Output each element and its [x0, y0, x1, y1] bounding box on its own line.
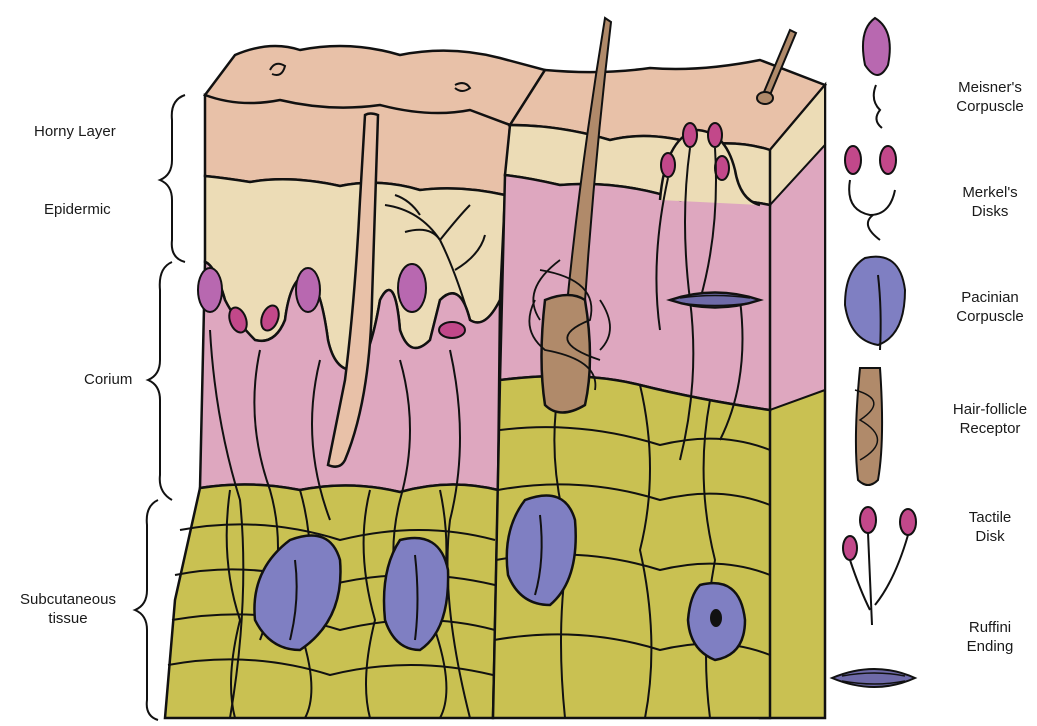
label-horny-layer: Horny Layer: [34, 122, 116, 141]
label-meisners-corpuscle: Meisner's Corpuscle: [935, 78, 1037, 116]
legend-merkel-icon: [845, 146, 896, 240]
label-meisner-line2: Corpuscle: [935, 97, 1037, 116]
label-tactile-disk: Tactile Disk: [935, 508, 1037, 546]
label-pacinian-corpuscle: Pacinian Corpuscle: [935, 288, 1037, 326]
brace-subcutaneous: [135, 500, 158, 720]
label-hair-line2: Receptor: [935, 419, 1037, 438]
label-hair-follicle-receptor: Hair-follicle Receptor: [935, 400, 1037, 438]
brace-corium: [148, 262, 172, 500]
right-hair-pore: [757, 92, 773, 104]
label-merkel-line1: Merkel's: [935, 183, 1037, 202]
label-merkels-disks: Merkel's Disks: [935, 183, 1037, 221]
label-epidermic: Epidermic: [44, 200, 111, 219]
label-subcutaneous-line1: Subcutaneous: [8, 590, 128, 609]
legend-hair-follicle-icon: [855, 368, 882, 485]
label-meisner-line1: Meisner's: [935, 78, 1037, 97]
label-pacinian-line1: Pacinian: [935, 288, 1037, 307]
label-tactile-line1: Tactile: [935, 508, 1037, 527]
label-tactile-line2: Disk: [935, 527, 1037, 546]
label-hair-line1: Hair-follicle: [935, 400, 1037, 419]
legend-pacinian-icon: [845, 257, 905, 350]
legend-ruffini-icon: [832, 669, 915, 687]
left-horny-layer: [205, 95, 510, 195]
label-ruffini-ending: Ruffini Ending: [935, 618, 1037, 656]
label-subcutaneous-tissue: Subcutaneous tissue: [8, 590, 128, 628]
label-ruffini-line2: Ending: [935, 637, 1037, 656]
legend-tactile-disk-icon: [843, 507, 916, 625]
legend-meissner-icon: [863, 18, 890, 128]
right-skin-block: [493, 18, 825, 718]
brace-horny-epidermic: [160, 95, 185, 262]
label-pacinian-line2: Corpuscle: [935, 307, 1037, 326]
label-corium: Corium: [84, 370, 132, 389]
left-skin-block: [165, 46, 545, 718]
label-subcutaneous-line2: tissue: [8, 609, 128, 628]
label-merkel-line2: Disks: [935, 202, 1037, 221]
label-ruffini-line1: Ruffini: [935, 618, 1037, 637]
